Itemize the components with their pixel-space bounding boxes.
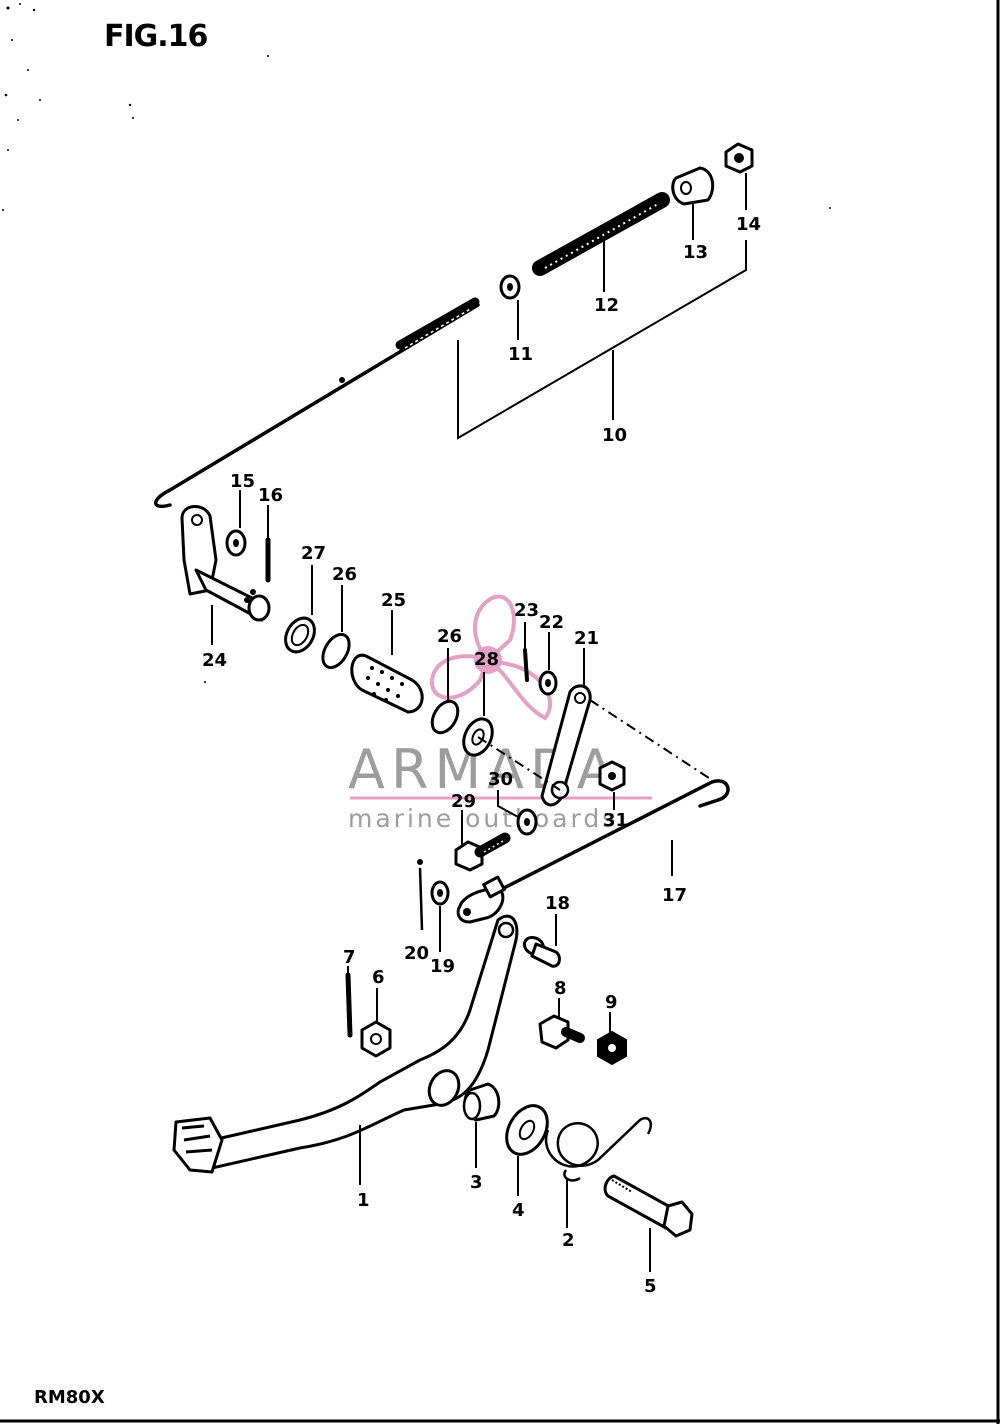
- callout-3: 3: [470, 1172, 483, 1193]
- callout-23: 23: [514, 600, 539, 621]
- brake-pedal-1: [172, 914, 519, 1174]
- callout-13: 13: [683, 242, 708, 263]
- figure-title: FIG.16: [104, 19, 208, 54]
- washer-4-hole: [518, 1119, 536, 1141]
- pivot-bolt-5: [603, 1174, 694, 1238]
- callout-21: 21: [574, 628, 599, 649]
- callout-15: 15: [230, 471, 255, 492]
- nut-6-hole: [370, 1033, 382, 1045]
- callout-7: 7: [343, 947, 356, 968]
- callout-17: 17: [662, 885, 687, 906]
- brake-rod-17: [456, 779, 730, 924]
- bolt-8: [538, 1014, 585, 1050]
- adjuster-nut-14: [724, 142, 754, 174]
- callout-22: 22: [539, 612, 564, 633]
- callout-4: 4: [512, 1200, 525, 1221]
- callout-8: 8: [554, 978, 567, 999]
- callout-27: 27: [301, 543, 326, 564]
- callout-bracket-10: [457, 240, 747, 440]
- callout-24: 24: [202, 650, 227, 671]
- pivot-arm-24: [180, 505, 271, 622]
- brake-rod: [154, 297, 480, 508]
- ring-26-left: [321, 632, 351, 670]
- armada-watermark: ARMADA marine outboards: [348, 594, 652, 833]
- watermark-tagline: marine outboards: [348, 804, 618, 833]
- bushing-3: [462, 1082, 501, 1122]
- nut-9-hole: [608, 1044, 616, 1052]
- callout-14: 14: [736, 214, 761, 235]
- lever-21: [540, 684, 592, 807]
- bushing-25: [350, 653, 424, 714]
- washer-15-hole: [233, 539, 239, 547]
- assembly-line-rod: [589, 699, 713, 781]
- joint-13: [671, 166, 715, 206]
- callout-19: 19: [430, 956, 455, 977]
- callout-28: 28: [474, 649, 499, 670]
- callout-30: 30: [488, 769, 513, 790]
- pin-20-head: [417, 859, 423, 865]
- washer-11-hole: [507, 283, 513, 291]
- callout-31: 31: [603, 810, 628, 831]
- callout-20: 20: [404, 943, 429, 964]
- spring-12: [532, 192, 670, 276]
- pin-23: [523, 648, 529, 682]
- callout-26-right: 26: [437, 626, 462, 647]
- washer-22-hole: [545, 679, 551, 687]
- propeller-logo-icon: [429, 594, 553, 721]
- washer-30-hole: [524, 818, 530, 826]
- assembly-line-shaft: [477, 736, 561, 791]
- callout-5: 5: [644, 1276, 657, 1297]
- washer-19-hole: [437, 889, 443, 897]
- bolt-29: [454, 832, 511, 872]
- ring-26-right: [430, 699, 460, 735]
- callout-9: 9: [605, 992, 618, 1013]
- nut-31-hole: [608, 772, 616, 780]
- o-ring-27-inner: [290, 623, 310, 647]
- leader-30: [497, 790, 521, 819]
- callout-labels: 1 2 3 4 5 6 7 8 9 10 11 12 13 14 15 16 1…: [202, 214, 761, 1297]
- clevis-pin-18: [522, 935, 561, 968]
- callout-18: 18: [545, 893, 570, 914]
- callout-1: 1: [357, 1190, 370, 1211]
- return-spring-2: [545, 1117, 652, 1182]
- callout-29: 29: [451, 791, 476, 812]
- model-code: RM80X: [34, 1387, 105, 1408]
- callout-6: 6: [372, 967, 385, 988]
- pin-20: [418, 867, 424, 931]
- callout-11: 11: [508, 344, 533, 365]
- callout-25: 25: [381, 590, 406, 611]
- callout-16: 16: [258, 485, 283, 506]
- scan-speckle: [2, 3, 831, 683]
- callout-2: 2: [562, 1230, 575, 1251]
- callout-12: 12: [594, 295, 619, 316]
- cotter-pin-7: [345, 972, 353, 1038]
- callout-10: 10: [602, 425, 627, 446]
- callout-26-left: 26: [332, 564, 357, 585]
